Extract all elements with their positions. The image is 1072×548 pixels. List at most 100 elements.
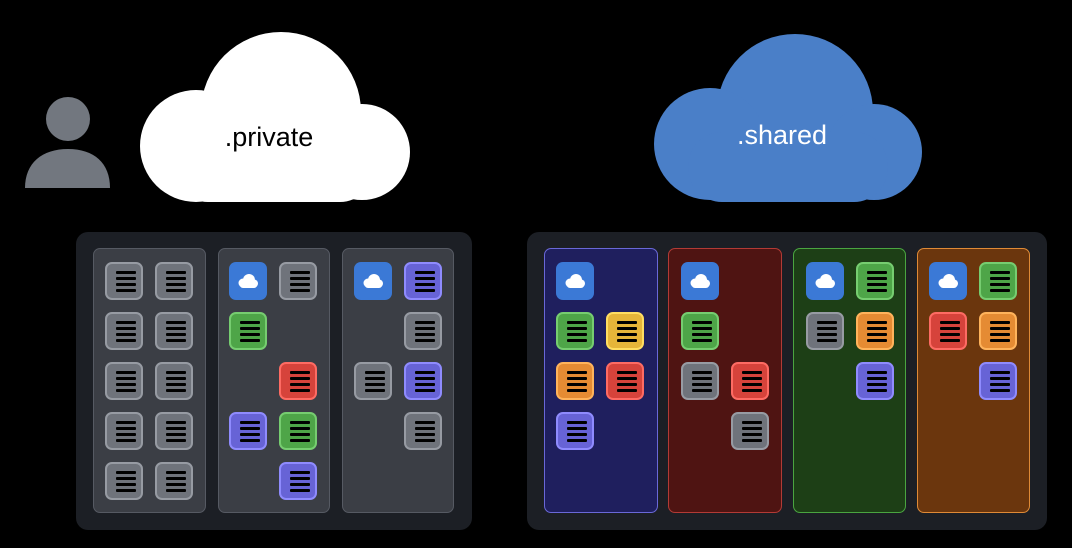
record-line — [290, 477, 310, 480]
record-line — [415, 321, 435, 324]
record-line — [290, 383, 310, 386]
record-gray — [354, 362, 392, 400]
record-orange — [556, 362, 594, 400]
record-line — [166, 489, 186, 492]
record-line — [692, 371, 712, 374]
record-line — [742, 383, 762, 386]
record-line — [415, 433, 435, 436]
record-line — [116, 427, 136, 430]
record-line — [365, 377, 385, 380]
record-line — [290, 427, 310, 430]
record-line — [116, 389, 136, 392]
record-line — [867, 277, 887, 280]
record-line — [116, 489, 136, 492]
record-gray — [105, 462, 143, 500]
record-line — [116, 421, 136, 424]
record-line — [116, 477, 136, 480]
record-line — [617, 389, 637, 392]
private-cloud-shape — [140, 32, 410, 202]
record-line — [290, 283, 310, 286]
zone-cloud-icon — [229, 262, 267, 300]
record-line — [617, 383, 637, 386]
record-line — [240, 339, 260, 342]
record-line — [415, 421, 435, 424]
record-line — [990, 289, 1010, 292]
record-line — [567, 333, 587, 336]
record-line — [817, 333, 837, 336]
record-line — [940, 333, 960, 336]
record-line — [742, 427, 762, 430]
record-line — [817, 321, 837, 324]
record-line — [867, 333, 887, 336]
record-line — [240, 433, 260, 436]
record-line — [867, 371, 887, 374]
record-line — [990, 321, 1010, 324]
record-line — [867, 339, 887, 342]
record-line — [290, 483, 310, 486]
record-line — [290, 271, 310, 274]
zone-cloud-icon — [806, 262, 844, 300]
record-line — [567, 439, 587, 442]
record-line — [166, 321, 186, 324]
record-line — [742, 377, 762, 380]
record-gray — [404, 312, 442, 350]
record-line — [290, 371, 310, 374]
record-line — [692, 383, 712, 386]
record-line — [567, 339, 587, 342]
record-line — [415, 271, 435, 274]
record-red — [731, 362, 769, 400]
record-gray — [404, 412, 442, 450]
record-line — [365, 371, 385, 374]
record-line — [415, 439, 435, 442]
record-line — [240, 327, 260, 330]
record-line — [415, 389, 435, 392]
record-line — [166, 271, 186, 274]
record-red — [279, 362, 317, 400]
record-line — [567, 377, 587, 380]
record-line — [990, 389, 1010, 392]
record-line — [990, 327, 1010, 330]
record-line — [166, 389, 186, 392]
record-line — [116, 327, 136, 330]
record-line — [617, 377, 637, 380]
record-purple — [556, 412, 594, 450]
record-line — [116, 439, 136, 442]
record-line — [365, 383, 385, 386]
record-line — [617, 321, 637, 324]
record-line — [692, 389, 712, 392]
record-line — [990, 377, 1010, 380]
record-line — [116, 371, 136, 374]
record-line — [116, 283, 136, 286]
record-line — [692, 333, 712, 336]
record-line — [240, 427, 260, 430]
zone-cloud-icon — [556, 262, 594, 300]
record-line — [867, 377, 887, 380]
record-green — [856, 262, 894, 300]
record-line — [415, 333, 435, 336]
record-line — [116, 483, 136, 486]
record-green — [229, 312, 267, 350]
zone-cloud-icon — [929, 262, 967, 300]
record-line — [867, 389, 887, 392]
record-red — [606, 362, 644, 400]
record-gray — [155, 312, 193, 350]
record-line — [290, 377, 310, 380]
record-line — [166, 421, 186, 424]
record-line — [415, 339, 435, 342]
record-line — [567, 433, 587, 436]
record-purple — [279, 462, 317, 500]
record-purple — [979, 362, 1017, 400]
record-line — [742, 439, 762, 442]
record-line — [166, 483, 186, 486]
record-line — [742, 389, 762, 392]
record-line — [116, 471, 136, 474]
record-gray — [155, 262, 193, 300]
record-line — [166, 289, 186, 292]
record-line — [415, 277, 435, 280]
record-line — [166, 477, 186, 480]
record-line — [166, 377, 186, 380]
record-line — [116, 383, 136, 386]
record-gray — [731, 412, 769, 450]
record-line — [116, 271, 136, 274]
record-green — [979, 262, 1017, 300]
